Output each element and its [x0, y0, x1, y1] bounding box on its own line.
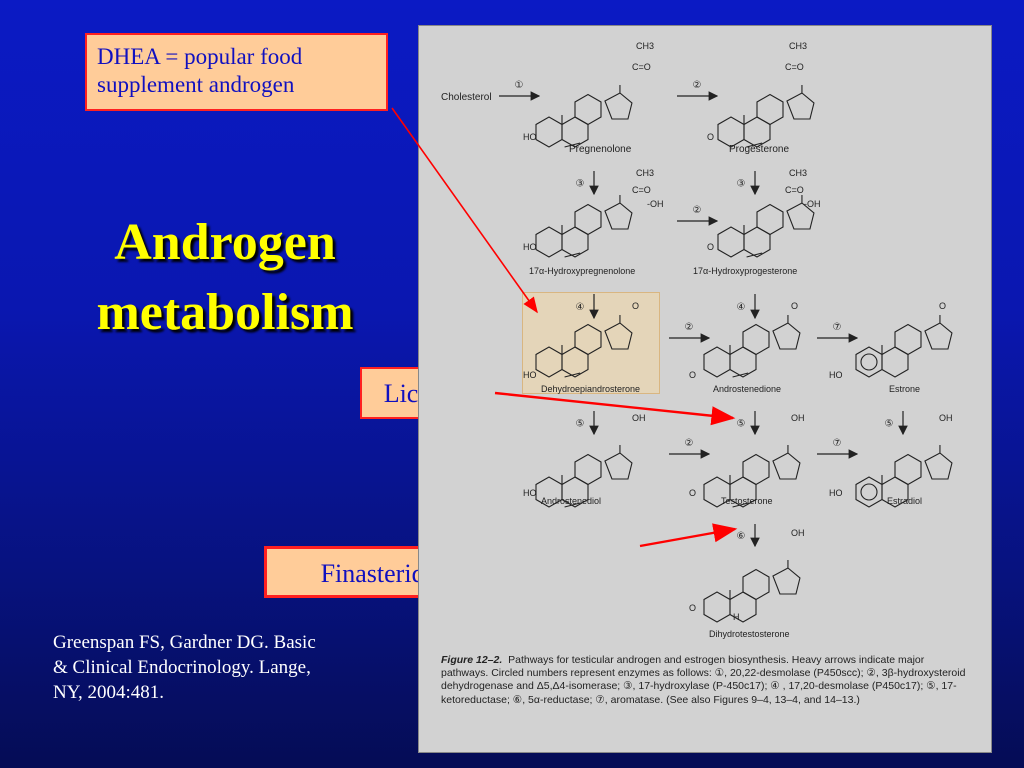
- arrow-dhea-androstenediol-enzyme: ⑤: [576, 419, 585, 430]
- label-progesterone: Progesterone: [729, 144, 789, 155]
- group-ho-1: HO: [523, 132, 537, 142]
- group-o-6: O: [939, 301, 946, 311]
- group-o-1: O: [707, 132, 714, 142]
- arrow-testosterone-estradiol-enzyme: ⑦: [833, 438, 842, 449]
- citation-line-2: & Clinical Endocrinology. Lange,: [53, 657, 311, 678]
- group-ho-5: HO: [523, 488, 537, 498]
- arrow-preg-17oh-enzyme: ③: [576, 179, 585, 190]
- group-co-4: C=O: [785, 185, 804, 195]
- struct-dht: [703, 560, 801, 623]
- group-ho-2: HO: [523, 242, 537, 252]
- group-o-7: O: [689, 488, 696, 498]
- struct-estradiol: [855, 445, 953, 508]
- dhea-callout: DHEA = popular food supplement androgen: [85, 33, 388, 111]
- group-co-1: C=O: [632, 62, 651, 72]
- group-h-1: H: [733, 612, 740, 622]
- label-dhea: Dehydroepiandrosterone: [541, 384, 640, 394]
- group-oh-4: -OH: [804, 199, 821, 209]
- dhea-callout-line-1: DHEA = popular food: [97, 44, 303, 69]
- arrow-dhea-androstenedione-enzyme: ②: [685, 322, 694, 333]
- group-o-5: O: [689, 370, 696, 380]
- arrow-androstenediol-testosterone-enzyme: ②: [685, 438, 694, 449]
- arrow-estrone-estradiol-enzyme: ⑤: [885, 419, 894, 430]
- citation: Greenspan FS, Gardner DG. Basic & Clinic…: [53, 630, 393, 705]
- label-testosterone: Testosterone: [721, 496, 773, 506]
- group-ch3-3: CH3: [636, 168, 654, 178]
- dhea-highlight: [522, 292, 660, 394]
- group-ho-3: HO: [523, 370, 537, 380]
- group-ho-6: HO: [829, 488, 843, 498]
- group-oh-3: -OH: [647, 199, 664, 209]
- arrow-androstenedione-estrone-enzyme: ⑦: [833, 322, 842, 333]
- group-o-3: O: [632, 301, 639, 311]
- group-oh-7: OH: [939, 413, 953, 423]
- label-estradiol: Estradiol: [887, 496, 922, 506]
- figure-caption: Figure 12–2. Pathways for testicular and…: [441, 654, 971, 707]
- label-estrone: Estrone: [889, 384, 920, 394]
- group-oh-6: OH: [791, 413, 805, 423]
- citation-line-1: Greenspan FS, Gardner DG. Basic: [53, 632, 316, 653]
- struct-androstenediol: [535, 445, 633, 508]
- struct-dhea: [535, 315, 633, 378]
- caption-text: Pathways for testicular androgen and est…: [441, 654, 966, 706]
- group-ho-4: HO: [829, 370, 843, 380]
- label-pregnenolone: Pregnenolone: [569, 144, 632, 155]
- arrow-17oh-prog-androstenedione-enzyme: ④: [737, 302, 746, 313]
- group-o-8: O: [689, 603, 696, 613]
- label-cholesterol: Cholesterol: [441, 92, 492, 103]
- arrow-androstenedione-testosterone-enzyme: ⑤: [737, 419, 746, 430]
- arrow-prog-17oh-enzyme: ③: [737, 179, 746, 190]
- group-oh-5: OH: [632, 413, 646, 423]
- group-o-4: O: [791, 301, 798, 311]
- slide-title: Androgen metabolism: [20, 208, 430, 348]
- arrow-17oh-preg-dhea-enzyme: ④: [576, 302, 585, 313]
- group-co-2: C=O: [785, 62, 804, 72]
- arrow-preg-prog-enzyme: ②: [693, 80, 702, 91]
- struct-progesterone: [717, 85, 815, 148]
- group-ch3-4: CH3: [789, 168, 807, 178]
- citation-line-3: NY, 2004:481.: [53, 682, 165, 703]
- struct-estrone: [855, 315, 953, 378]
- title-line-1: Androgen: [114, 214, 336, 271]
- dhea-callout-line-2: supplement androgen: [97, 72, 295, 97]
- struct-androstenedione: [703, 315, 801, 378]
- caption-label: Figure 12–2.: [441, 654, 503, 666]
- label-androstenediol: Androstenediol: [541, 496, 601, 506]
- title-line-2: metabolism: [96, 284, 354, 341]
- arrow-cholesterol-pregnenolone-enzyme: ①: [515, 80, 524, 91]
- struct-17oh-pregnenolone: [535, 195, 633, 258]
- pathway-diagram: Cholesterol①CH3C=OHOPregnenolone②CH3C=OO…: [441, 41, 953, 639]
- group-oh-8: OH: [791, 528, 805, 538]
- struct-17oh-progesterone: [717, 195, 815, 258]
- group-ch3-1: CH3: [636, 41, 654, 51]
- arrow-17oh-preg-prog-enzyme: ②: [693, 205, 702, 216]
- arrow-testosterone-dht-enzyme: ⑥: [737, 531, 746, 542]
- struct-pregnenolone: [535, 85, 633, 148]
- label-dht: Dihydrotestosterone: [709, 629, 790, 639]
- label-17oh-pregnenolone: 17α-Hydroxypregnenolone: [529, 266, 635, 276]
- label-androstenedione: Androstenedione: [713, 384, 781, 394]
- struct-testosterone: [703, 445, 801, 508]
- label-17oh-progesterone: 17α-Hydroxyprogesterone: [693, 266, 797, 276]
- group-co-3: C=O: [632, 185, 651, 195]
- group-o-2: O: [707, 242, 714, 252]
- group-ch3-2: CH3: [789, 41, 807, 51]
